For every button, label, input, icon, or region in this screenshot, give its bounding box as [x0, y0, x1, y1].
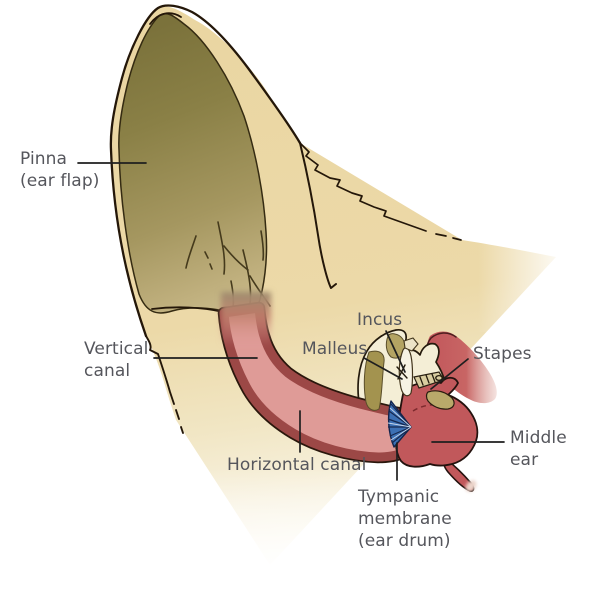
bone-spur-shape — [425, 390, 455, 410]
leader-lines — [77, 162, 505, 481]
ossicles-group — [363, 333, 445, 411]
label-incus: Incus — [357, 310, 403, 330]
stapes-shape — [413, 371, 445, 389]
leader-incus — [385, 330, 406, 373]
label-vertical-canal: Vertical canal — [84, 339, 149, 381]
leader-stapes — [430, 358, 469, 390]
middle-ear-shape — [395, 376, 479, 492]
inner-pinna-shape — [118, 12, 268, 318]
canal-transition-shading — [221, 292, 271, 346]
label-stapes: Stapes — [473, 344, 532, 364]
label-horizontal-canal: Horizontal canal — [227, 455, 367, 475]
leader-malleus — [363, 357, 403, 380]
head-outline-lines — [109, 4, 462, 434]
label-tympanic-membrane: Tympanic membrane (ear drum) — [358, 487, 452, 551]
fade-top-right — [478, 220, 594, 332]
label-middle-ear: Middle ear — [510, 428, 567, 470]
tympanic-membrane-shape — [387, 400, 412, 448]
fade-bottom — [148, 468, 412, 600]
label-pinna: Pinna (ear flap) — [20, 149, 100, 191]
label-malleus: Malleus — [302, 339, 368, 359]
incus-shape — [403, 337, 419, 352]
